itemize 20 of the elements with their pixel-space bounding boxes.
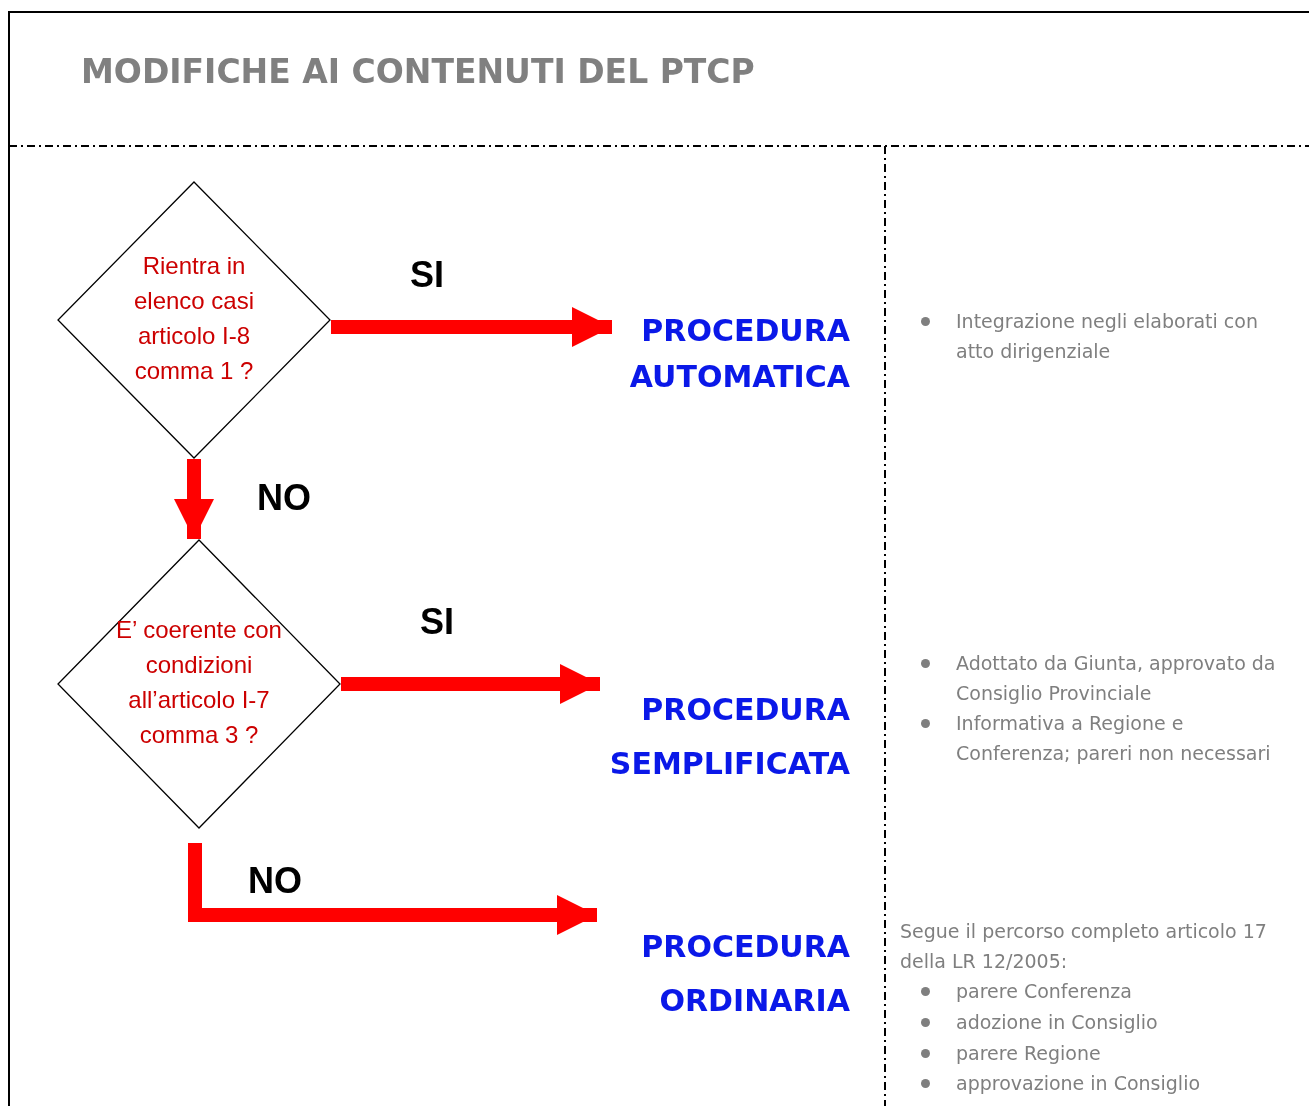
bullet-item: adozione in Consiglio xyxy=(900,1007,1300,1037)
bullet-item: Adottato da Giunta, approvato da Consiglio Provinciale xyxy=(900,648,1300,708)
bullet-item: parere Regione xyxy=(900,1038,1300,1068)
decision-text: Rientra in elenco casi articolo I-8 comma 1 ? xyxy=(132,251,256,386)
decision-diamond xyxy=(57,181,331,459)
arrow xyxy=(331,307,612,347)
bullet-item: approvazione in Consiglio xyxy=(900,1068,1300,1098)
decision-diamond xyxy=(57,539,341,829)
arrow xyxy=(174,459,214,539)
procedure-heading: PROCEDURA SEMPLIFICATA xyxy=(608,691,850,783)
bullet-item: Integrazione negli elaborati con atto dirigenziale xyxy=(900,306,1300,366)
procedure-heading: PROCEDURA AUTOMATICA xyxy=(628,312,850,396)
procedure-heading: PROCEDURA ORDINARIA xyxy=(640,928,850,1020)
title: MODIFICHE AI CONTENUTI DEL PTCP xyxy=(81,52,755,91)
bullet-item: Informativa a Regione e Conferenza; pareri non necessari xyxy=(900,708,1300,768)
note-text: Segue il percorso completo articolo 17 della LR 12/2005: xyxy=(900,919,1268,974)
arrow xyxy=(188,843,597,935)
bullet-item: parere Conferenza xyxy=(900,976,1300,1006)
decision-text: E’ coerente con condizioni all’articolo I-7 comma 3 ? xyxy=(115,615,283,750)
arrow xyxy=(341,664,600,704)
